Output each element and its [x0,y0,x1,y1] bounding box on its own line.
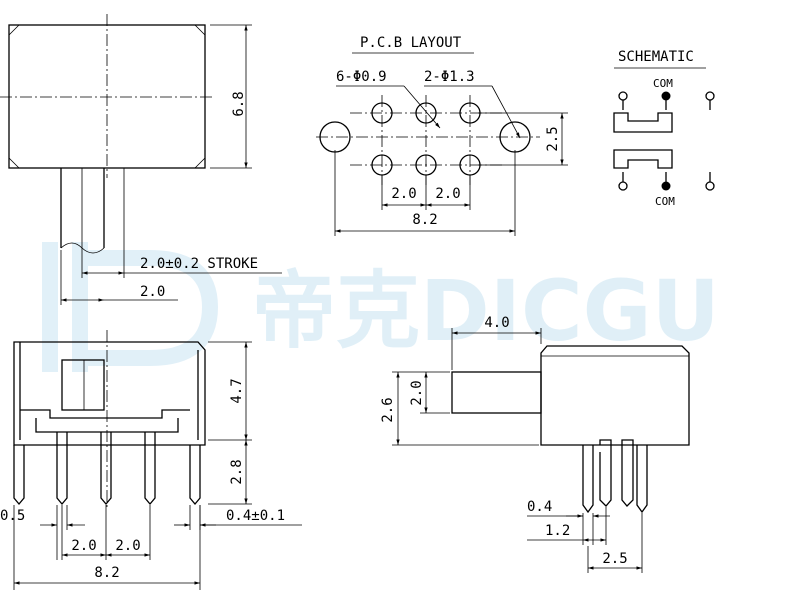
terminal-leads-bottom [622,172,711,182]
dim-span: 8.2 [412,212,437,228]
dim-pitch-b: 2.0 [435,186,460,202]
dim-pin-span: 1.2 [545,523,570,539]
dim-actuator-width: 2.0 [140,284,165,300]
front-pin [144,432,156,506]
watermark: 帝克DICGU [42,242,720,372]
watermark-text: 帝克DICGU [252,262,720,360]
front-pin [56,432,68,506]
dim-pin-length: 2.8 [229,459,245,484]
dim-pitch-a: 2.0 [71,538,96,554]
pcb-large-leader [491,85,521,139]
front-view: 4.7 2.8 0.5 0.4±0.1 2.0 2.0 8.2 [0,330,302,590]
dim-row-pitch: 2.5 [545,126,561,151]
pcb-hole [415,102,437,124]
dim-pitch-a: 2.0 [391,186,416,202]
dim-pin-thickness: 0.4±0.1 [226,508,285,524]
dim-stroke: 2.0±0.2 STROKE [140,256,258,272]
front-pitch-ext-lines [61,505,151,560]
dim-pin-width: 0.4 [527,499,552,515]
side-leg-left [582,445,594,514]
side-actuator-ext-lines [451,328,542,370]
dim-pitch-b: 2.0 [115,538,140,554]
terminal-leads [622,100,711,110]
pcb-hole [371,102,393,124]
terminal-common-icon [661,181,671,191]
dim-offset: 2.6 [380,397,396,422]
top-view-corner-marks [8,24,206,169]
watermark-logo-icon [42,242,219,372]
dim-actuator-height: 2.0 [409,380,425,405]
dim-width: 8.2 [94,565,119,581]
side-view-body [540,345,690,446]
schematic-slider-bottom [613,149,673,169]
front-width-ext-lines [13,505,201,590]
top-view-stroke-extension [81,168,125,278]
front-view-base-line [20,409,190,419]
front-pin [100,432,112,506]
terminal-open-icon [705,91,715,101]
dim-leg-span: 2.5 [602,551,627,567]
pcb-hole-large-label: 2-Φ1.3 [424,69,475,85]
dim-edge: 0.5 [0,508,25,524]
side-pin-right [621,439,634,507]
dim-actuator-length: 4.0 [484,315,509,331]
pcb-span-ext-lines [334,150,516,236]
side-view: 4.0 2.0 2.6 0.4 1.2 2.5 [380,315,690,573]
pcb-layout: P.C.B LAYOUT 6-Φ0.9 2-Φ1.3 2.5 2.0 2.0 [316,35,568,236]
schematic-title: SCHEMATIC [618,49,694,65]
front-view-inner-walls [19,342,199,440]
top-view-actuator [60,168,105,248]
pcb-row-ext-lines [478,112,568,166]
schematic-com-bottom: COM [655,195,675,208]
front-pin-ext-lines [56,505,201,560]
terminal-open-icon [705,181,715,191]
terminal-open-icon [618,91,628,101]
dim-body-height: 4.7 [229,378,245,403]
schematic-slider-top [613,112,673,133]
front-leg-left [13,445,25,506]
side-leg-right [636,445,648,514]
terminal-open-icon [618,181,628,191]
pcb-layout-title: P.C.B LAYOUT [360,35,462,51]
schematic: SCHEMATIC COM COM [613,49,715,208]
top-view: 6.8 2.0±0.2 STROKE 2.0 [0,14,282,305]
schematic-com-top: COM [653,77,673,90]
front-view-actuator [61,359,105,411]
pcb-hole-small-label: 6-Φ0.9 [336,69,387,85]
front-view-frame [13,341,206,446]
side-view-actuator [451,371,542,414]
front-leg-right [189,445,201,506]
pcb-small-leader [403,85,441,129]
terminal-common-icon [661,91,671,101]
dim-height-6.8: 6.8 [231,91,247,116]
side-pin-left [599,439,612,507]
